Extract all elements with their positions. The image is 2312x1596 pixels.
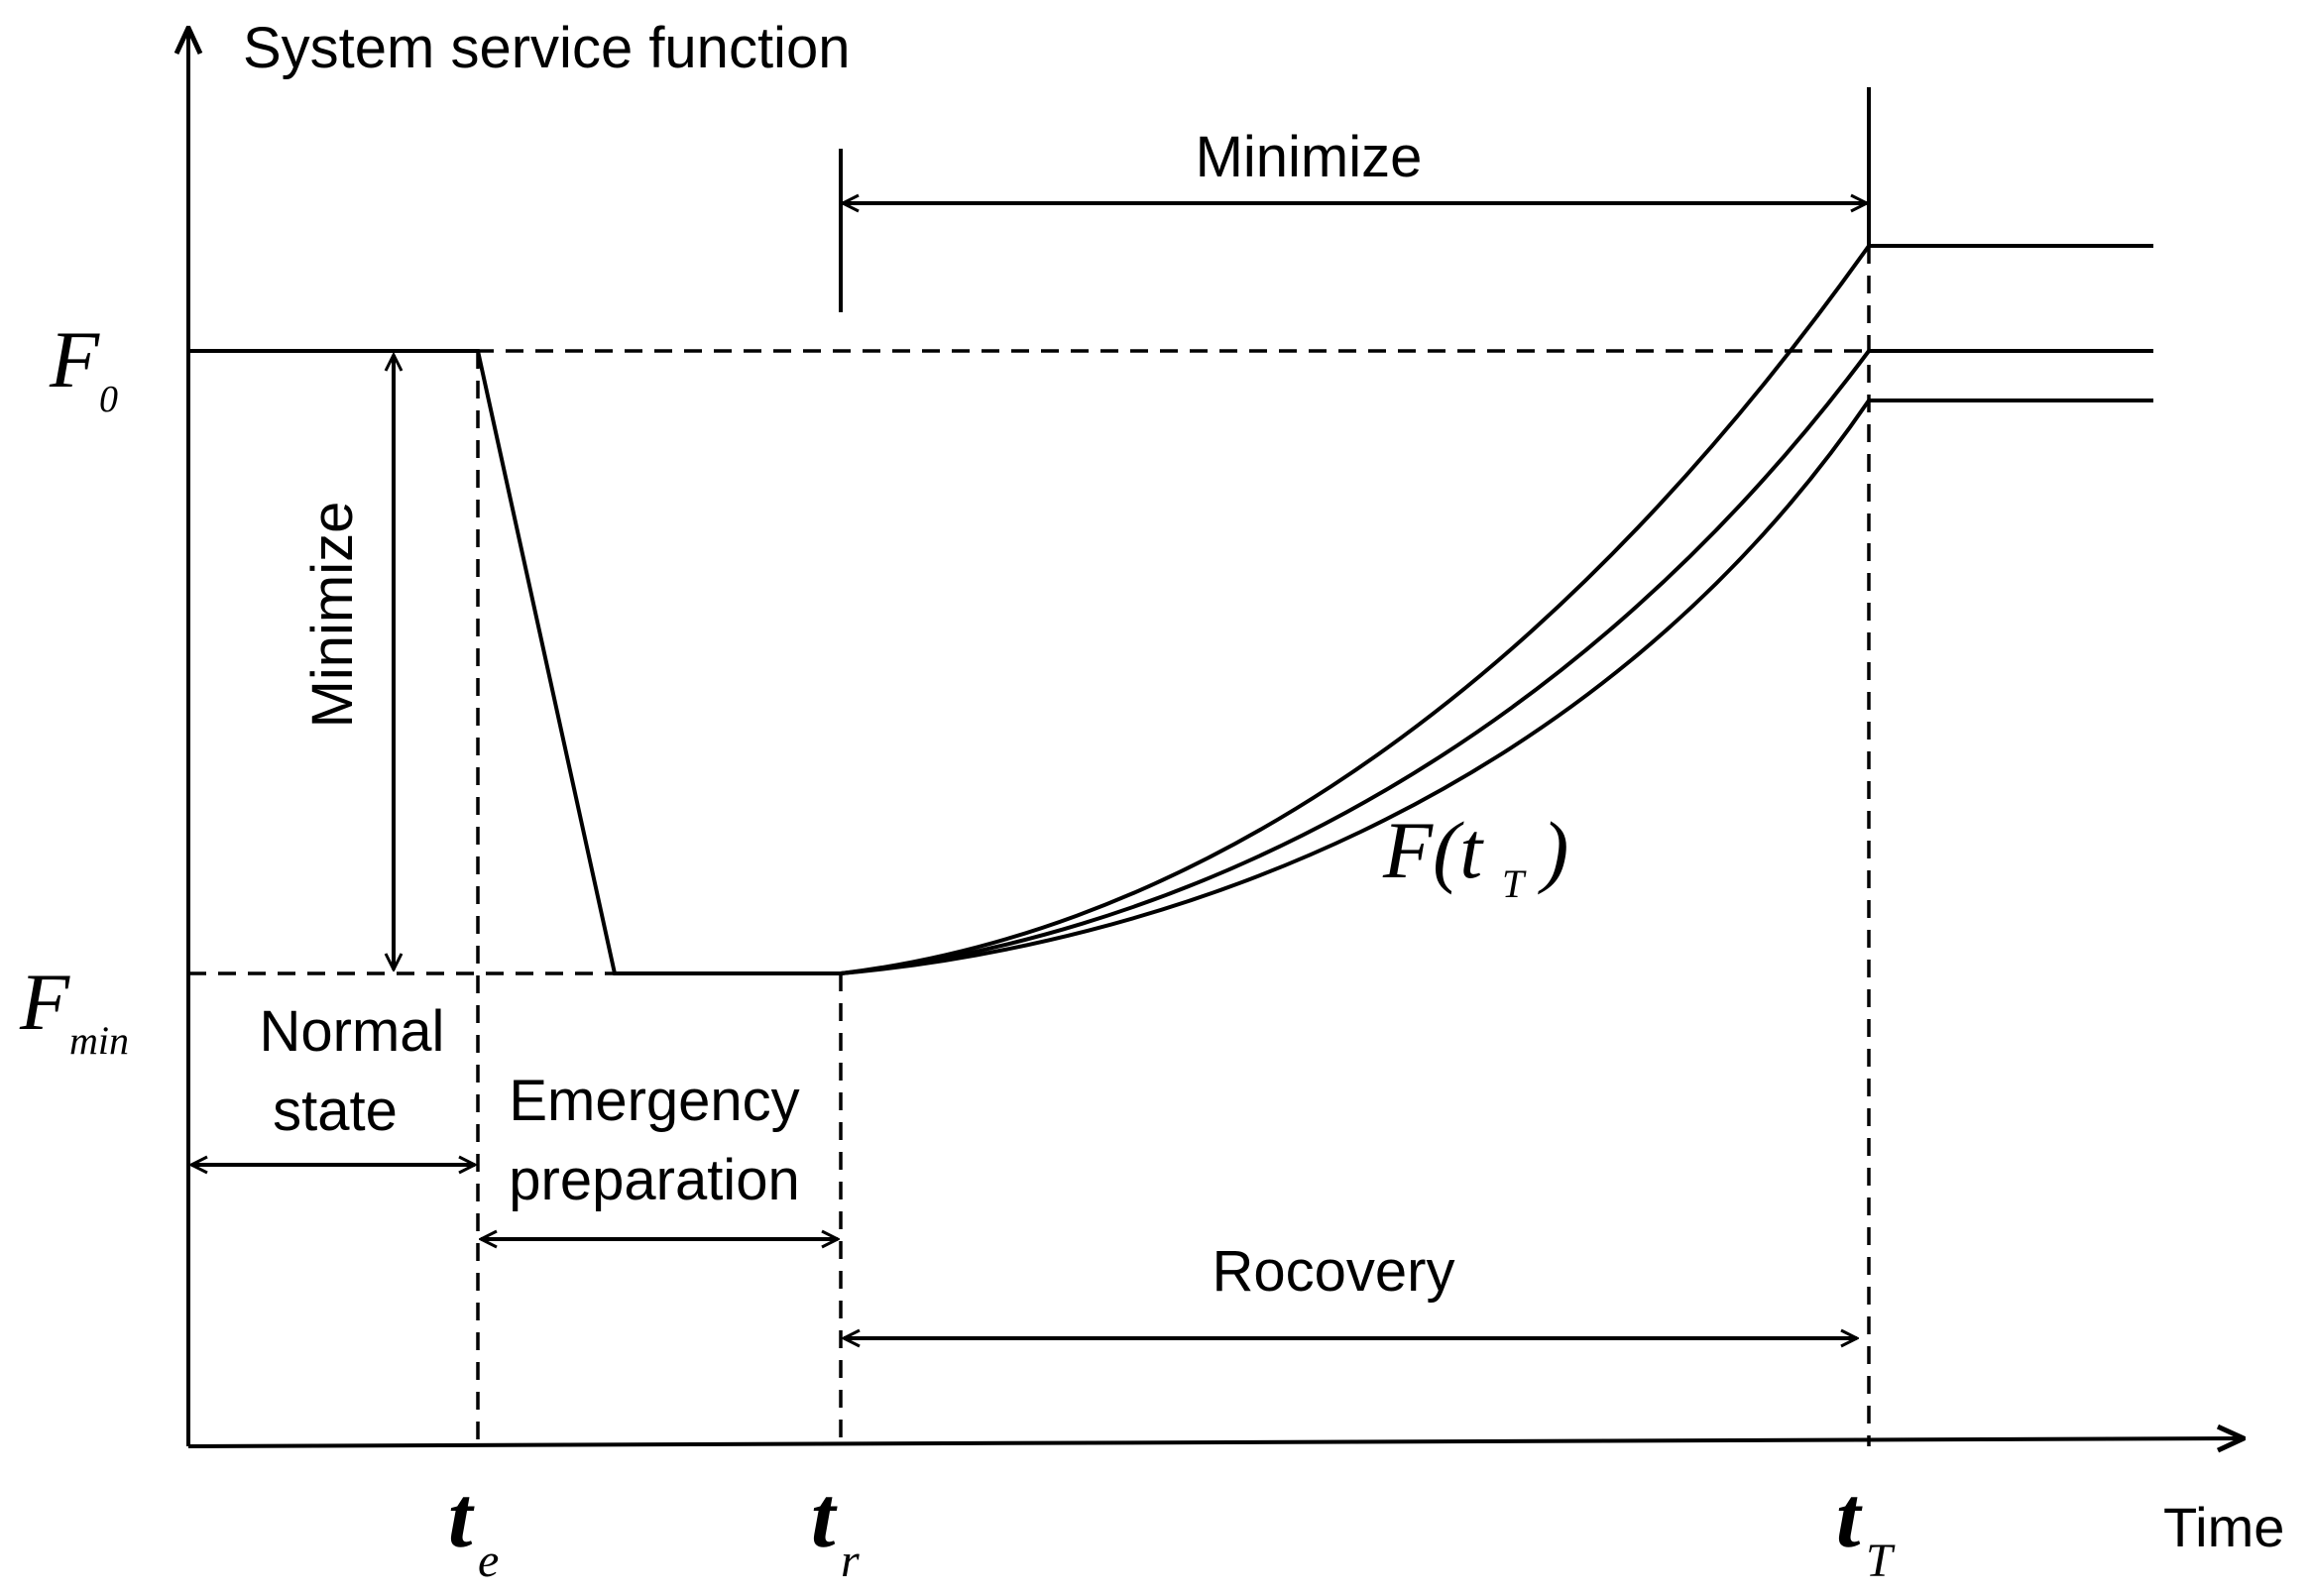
svg-text:min: min — [69, 1018, 129, 1063]
minimize-horizontal-label: Minimize — [1196, 125, 1423, 189]
recovery-curve-middle — [840, 349, 2153, 975]
svg-text:T: T — [1866, 1535, 1896, 1587]
minimize-vertical-label: Minimize — [300, 502, 365, 729]
recovery-curve-upper — [840, 244, 2153, 975]
tr-label: t r — [811, 1470, 860, 1587]
x-axis — [187, 1438, 2244, 1446]
svg-text:F: F — [49, 314, 100, 404]
svg-text:e: e — [478, 1535, 499, 1587]
recovery-label: Rocovery — [1213, 1239, 1455, 1304]
te-label: t e — [448, 1470, 499, 1587]
svg-text:F: F — [19, 957, 70, 1047]
svg-text:t: t — [811, 1470, 838, 1566]
tt-label: t T — [1836, 1470, 1896, 1587]
normal-state-label-line2: state — [273, 1079, 398, 1143]
svg-text:): ) — [1538, 805, 1568, 895]
x-axis-label: Time — [2163, 1496, 2284, 1558]
emergency-label-line1: Emergency — [509, 1069, 799, 1133]
curve-label: F(t T ) — [1382, 805, 1568, 906]
svg-text:F(t: F(t — [1382, 805, 1484, 895]
recovery-curve-lower — [840, 399, 2153, 975]
svg-text:T: T — [1502, 861, 1527, 906]
service-function-baseline — [188, 349, 841, 975]
svg-text:t: t — [448, 1470, 475, 1566]
svg-text:0: 0 — [99, 379, 118, 420]
emergency-label-line2: preparation — [509, 1148, 799, 1212]
fmin-label: F min — [19, 957, 129, 1063]
normal-state-label-line1: Normal — [260, 999, 445, 1064]
f0-label: F 0 — [49, 314, 118, 420]
y-axis-label: System service function — [243, 16, 850, 80]
svg-text:t: t — [1836, 1470, 1863, 1566]
svg-text:r: r — [841, 1535, 860, 1587]
